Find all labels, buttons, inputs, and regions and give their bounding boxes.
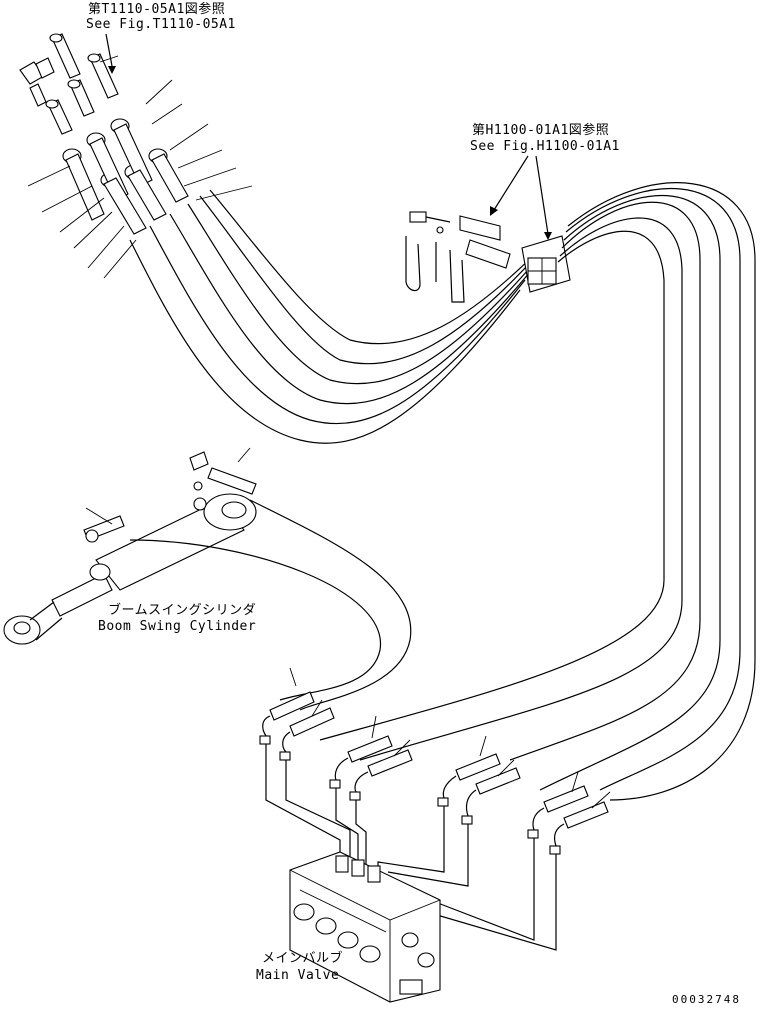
cylinder-hoses <box>129 499 412 711</box>
top-ref-en: See Fig.T1110-05A1 <box>86 17 236 32</box>
valve-hose-ends <box>259 667 611 855</box>
drawing-number: 00032748 <box>672 993 741 1006</box>
cylinder-label-jp: ブームスイングシリンダ <box>108 603 257 618</box>
valve-label-en: Main Valve <box>256 968 340 983</box>
top-fittings <box>19 33 119 135</box>
connector-bracket <box>405 211 571 303</box>
right-ref-jp: 第H1100-01A1図参照 <box>472 123 610 138</box>
valve-label-jp: メインバルブ <box>262 951 344 966</box>
main-valve <box>289 851 441 1003</box>
right-hose-run <box>319 182 756 801</box>
top-ref-jp: 第T1110-05A1図参照 <box>88 2 226 17</box>
hose-bundle-top <box>129 189 546 444</box>
cylinder-label-en: Boom Swing Cylinder <box>98 619 257 634</box>
upper-hose-ends <box>27 79 253 279</box>
right-ref-en: See Fig.H1100-01A1 <box>470 139 620 154</box>
boom-swing-cylinder <box>3 447 257 645</box>
